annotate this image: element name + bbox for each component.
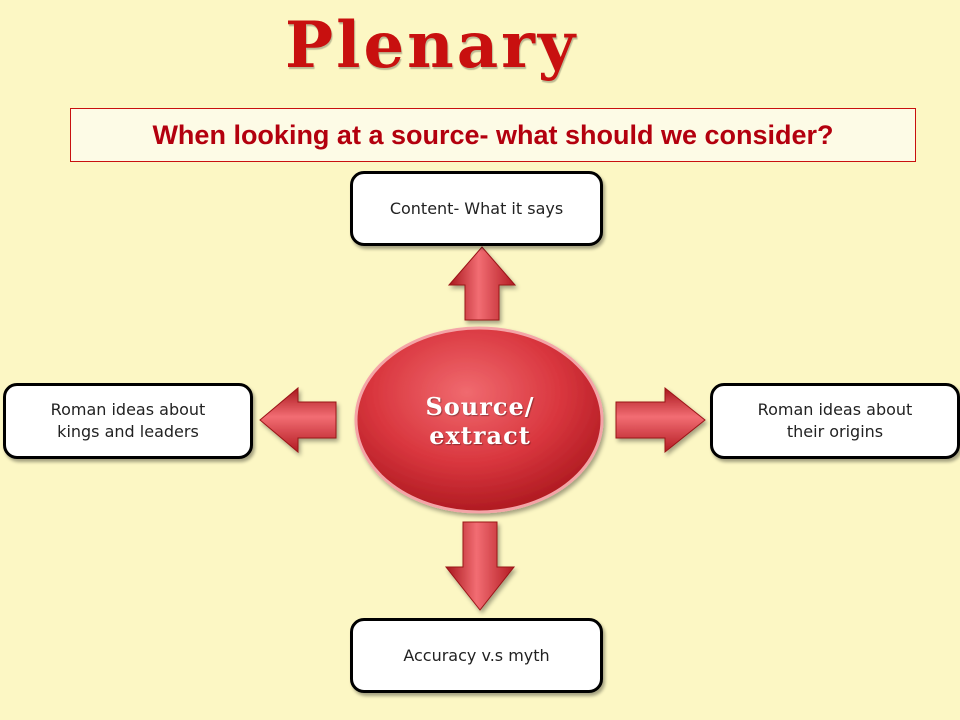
arrow-left-icon [259, 386, 337, 454]
node-content: Content- What it says [350, 171, 603, 246]
question-box: When looking at a source- what should we… [70, 108, 916, 162]
arrow-down-icon [444, 521, 516, 611]
node-content-label: Content- What it says [389, 198, 564, 218]
node-accuracy-label: Accuracy v.s myth [403, 645, 550, 665]
node-kings-leaders-label: Roman ideas about kings and leaders [50, 400, 206, 441]
arrow-up-icon [447, 246, 517, 321]
question-text: When looking at a source- what should we… [152, 119, 834, 150]
node-kings-leaders: Roman ideas about kings and leaders [3, 383, 253, 459]
node-origins-label: Roman ideas about their origins [757, 400, 913, 441]
node-accuracy: Accuracy v.s myth [350, 618, 603, 693]
arrow-right-icon [615, 386, 706, 454]
node-origins: Roman ideas about their origins [710, 383, 960, 459]
center-label: Source/ extract [425, 392, 535, 450]
page-title: Plenary [285, 8, 579, 83]
center-ellipse [354, 326, 604, 514]
